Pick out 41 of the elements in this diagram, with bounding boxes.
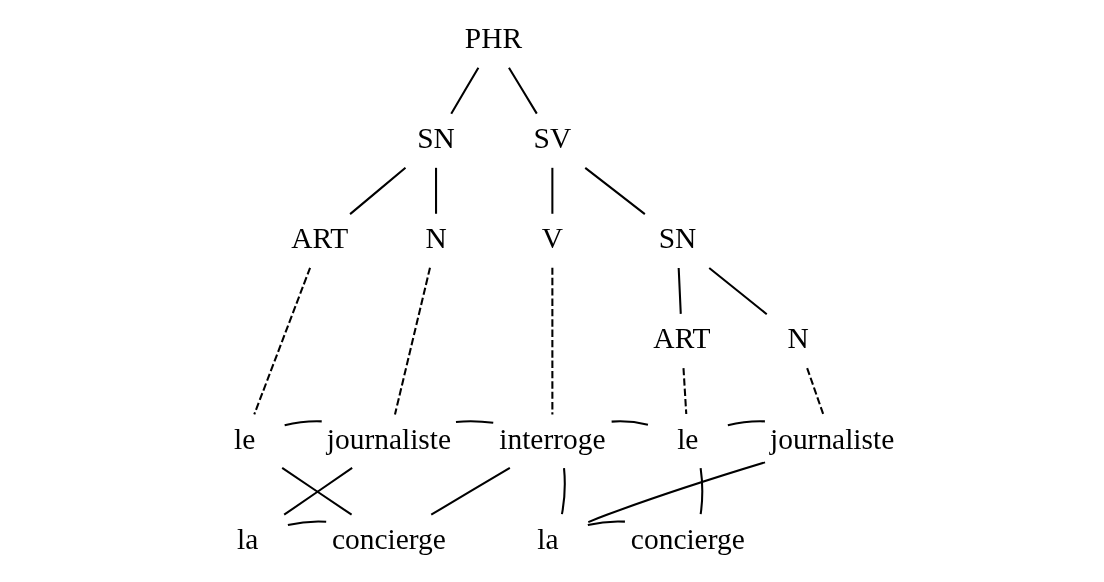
connector — [708, 267, 768, 316]
node-text: PHR — [464, 22, 523, 55]
node-text: concierge — [332, 522, 446, 555]
node-text: SV — [533, 122, 572, 155]
node-text: N — [787, 322, 809, 355]
connector — [253, 267, 312, 415]
connector — [806, 367, 825, 415]
connector — [393, 267, 431, 415]
connector — [551, 267, 554, 415]
connector — [435, 167, 438, 214]
node-text: journaliste — [769, 422, 895, 455]
connector — [284, 420, 322, 427]
node-text: le — [677, 422, 699, 455]
connector — [587, 461, 766, 524]
node-text: V — [541, 222, 563, 255]
connector — [287, 520, 327, 527]
connector — [450, 67, 480, 115]
node-text: ART — [291, 222, 349, 255]
connector — [560, 468, 566, 515]
connector — [587, 520, 625, 527]
node-text: SN — [658, 222, 697, 255]
connector — [682, 368, 688, 415]
node-text: la — [537, 522, 559, 555]
connector — [455, 420, 494, 424]
connector — [611, 420, 649, 426]
connector — [430, 467, 511, 516]
node-text: le — [234, 422, 256, 455]
node-text: N — [425, 222, 447, 255]
connector — [727, 420, 765, 427]
connector — [349, 167, 407, 215]
connector — [677, 267, 682, 314]
node-text: la — [236, 522, 259, 555]
connector — [584, 167, 646, 215]
node-text: journaliste — [326, 422, 452, 455]
node-text: concierge — [630, 522, 745, 555]
node-text: ART — [653, 322, 711, 355]
connector — [508, 67, 538, 115]
connector — [551, 167, 554, 214]
node-text: SN — [417, 122, 455, 155]
connector — [699, 468, 704, 515]
node-text: interroge — [499, 422, 606, 455]
